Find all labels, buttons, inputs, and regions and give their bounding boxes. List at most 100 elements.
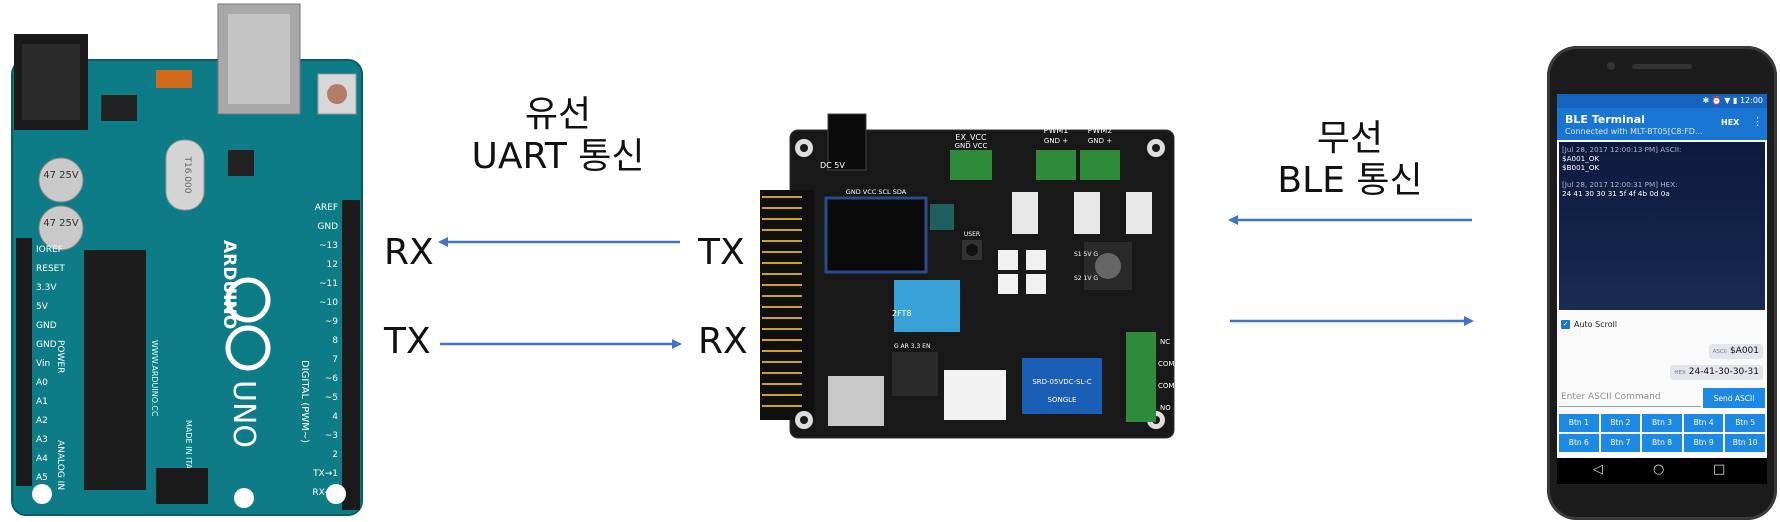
power-section-label: POWER [55, 340, 65, 373]
left-pin-label: Vin [36, 359, 50, 369]
digital-section-label: DIGITAL (PWM~) [299, 360, 310, 443]
arduino-rx-label: RX [384, 232, 434, 273]
wireless-title-line2: BLE 통신 [1277, 160, 1423, 201]
arduino-logo-text: ARDUINO [219, 240, 239, 329]
capacitor-2 [38, 205, 84, 251]
arduino-made-in: MADE IN ITALY [184, 420, 193, 478]
back-icon[interactable]: ◁ [1593, 462, 1603, 477]
cap-label-1: 47 25V [43, 170, 79, 181]
arduino-website: WWW.ARDUINO.CC [150, 340, 159, 417]
sent-hex-text: 24-41-30-30-31 [1688, 367, 1759, 377]
cap-label-2: 47 25V [43, 218, 79, 229]
macro-button-5[interactable]: Btn 5 [1725, 414, 1765, 432]
header-pin [762, 372, 802, 374]
ascii-command-input[interactable] [1559, 388, 1701, 407]
header-pin [762, 196, 802, 198]
right-pin-label: 12 [327, 260, 338, 270]
shield-tx-label: TX [698, 232, 745, 273]
relay-brand-text: SONGLE [1048, 396, 1077, 404]
log-header-hex: [Jul 28, 2017 12:00:31 PM] HEX: [1562, 180, 1678, 189]
wired-title: 유선 UART 통신 [448, 94, 668, 178]
right-pin-label: RX←0 [312, 488, 338, 498]
overflow-menu-icon[interactable]: ⋮ [1752, 115, 1763, 128]
left-pin-label: A3 [36, 435, 48, 445]
auto-scroll-checkbox[interactable]: ✓Auto Scroll [1561, 320, 1617, 329]
wired-title-line1: 유선 [524, 94, 592, 135]
earpiece-speaker [1632, 64, 1692, 69]
pwm1-terminal [1036, 150, 1076, 180]
pin-header [760, 190, 814, 420]
header-pin [762, 350, 802, 352]
capacitor-1 [38, 157, 84, 203]
right-pin-label: TX→1 [312, 469, 338, 479]
arduino-model-text: UNO [226, 380, 261, 448]
macro-button-4[interactable]: Btn 4 [1683, 414, 1724, 432]
left-pin-label: 5V [36, 302, 49, 312]
header-pin [762, 328, 802, 330]
checkbox-checked-icon[interactable]: ✓ [1561, 320, 1570, 329]
right-pin-label: 8 [332, 336, 338, 346]
header-pin [762, 295, 802, 297]
right-pin-label: 4 [332, 412, 338, 422]
sent-ascii-tag: ASCII [1712, 349, 1727, 355]
recent-apps-icon[interactable]: □ [1713, 462, 1726, 477]
relay-nc-label: NC [1160, 338, 1170, 346]
relay-com2-label: COM [1158, 382, 1174, 390]
header-pin [762, 273, 802, 275]
header-pins [762, 196, 802, 407]
header-pin [762, 284, 802, 286]
oled-pin-label: GND VCC SCL SDA [846, 188, 907, 196]
wireless-title: 무선 BLE 통신 [1240, 118, 1460, 202]
macro-button-9[interactable]: Btn 9 [1683, 434, 1724, 452]
left-pin-label: A0 [36, 378, 48, 388]
right-pin-label: 7 [332, 355, 338, 365]
right-pin-label: ~10 [319, 298, 338, 308]
relay-model-text: SRD-05VDC-SL-C [1032, 378, 1091, 386]
log-line: $B001_OK [1562, 163, 1600, 172]
shield-dc-label: DC 5V [820, 161, 845, 170]
macro-button-7[interactable]: Btn 7 [1600, 434, 1641, 452]
macro-button-8[interactable]: Btn 8 [1642, 434, 1682, 452]
crystal [165, 139, 205, 211]
header-pin [762, 251, 802, 253]
home-icon[interactable]: ○ [1653, 462, 1665, 477]
pwm2-label: PWM2 [1088, 126, 1113, 135]
sent-ascii-text: $A001 [1729, 346, 1759, 356]
header-pin [762, 262, 802, 264]
terminal-log[interactable]: [Jul 28, 2017 12:00:13 PM] ASCII: $A001_… [1559, 142, 1765, 310]
macro-button-10[interactable]: Btn 10 [1725, 434, 1765, 452]
right-pin-label: GND [317, 222, 338, 232]
header-pin [762, 383, 802, 385]
pwm2-pins-label: GND + [1088, 137, 1112, 145]
pwm1-label: PWM1 [1044, 126, 1069, 135]
macro-button-2[interactable]: Btn 2 [1600, 414, 1641, 432]
left-pin-label: A2 [36, 416, 48, 426]
macro-button-1[interactable]: Btn 1 [1559, 414, 1599, 432]
left-pin-label: IOREF [36, 245, 63, 255]
app-bar: BLE Terminal Connected with MLT-BT05[C8:… [1557, 108, 1767, 140]
app-title: BLE Terminal [1565, 113, 1645, 126]
status-icons: ✱ ⏰ ▼ ▮ [1702, 96, 1738, 105]
macro-button-6[interactable]: Btn 6 [1559, 434, 1599, 452]
send-ascii-button[interactable]: Send ASCII [1703, 388, 1765, 408]
relay-terminal [1126, 332, 1156, 422]
crystal-label: T16.000 [182, 156, 192, 194]
oled-display [824, 196, 928, 274]
right-pin-label: 2 [332, 450, 338, 460]
header-pin [762, 229, 802, 231]
right-pin-label: ~13 [319, 241, 338, 251]
sent-ascii-bubble: ASCII$A001 [1708, 344, 1763, 359]
header-pin [762, 317, 802, 319]
front-camera [1607, 62, 1615, 70]
status-clock: 12:00 [1739, 96, 1763, 105]
macro-button-3[interactable]: Btn 3 [1642, 414, 1682, 432]
hex-toggle-button[interactable]: HEX [1721, 118, 1740, 127]
ex-vcc-terminal [950, 150, 992, 180]
left-pin-label: RESET [36, 264, 65, 274]
left-pin-label: A1 [36, 397, 48, 407]
left-pin-label: GND [36, 340, 57, 350]
